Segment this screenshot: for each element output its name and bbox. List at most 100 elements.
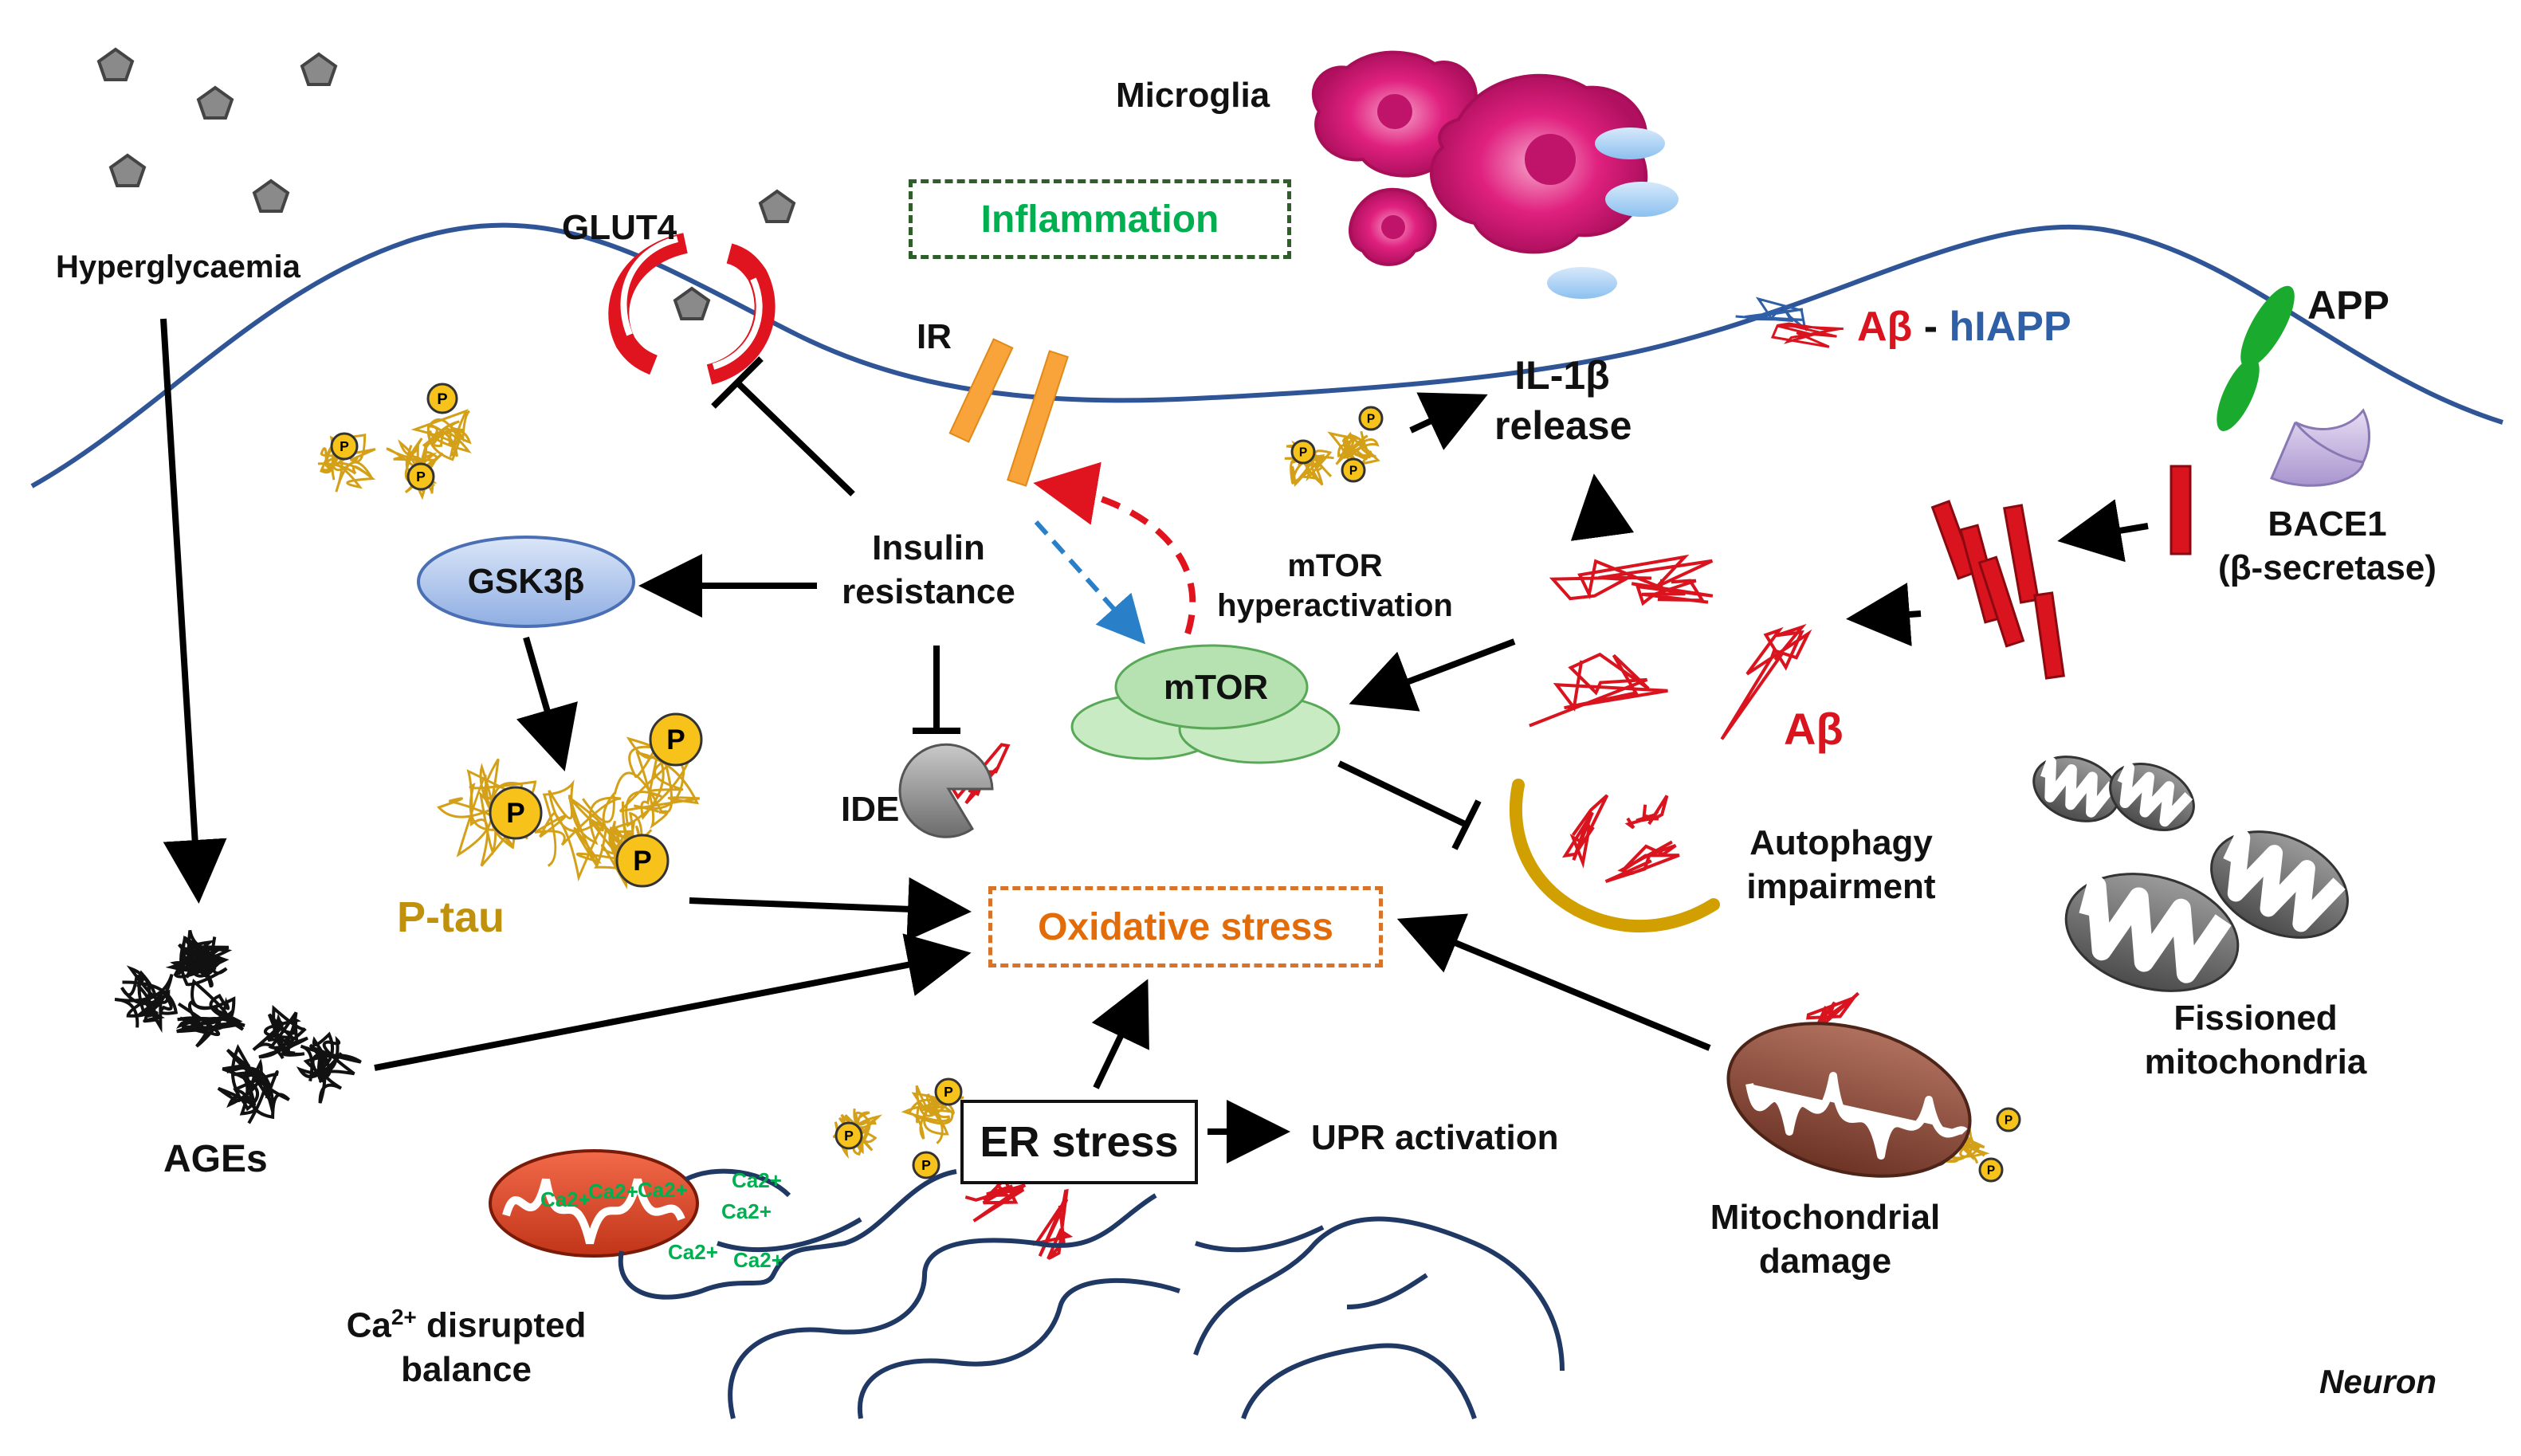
svg-text:P: P [633, 846, 651, 877]
label-fission-line2: mitochondria [2144, 1042, 2367, 1081]
label-insulin-line2: resistance [842, 572, 1015, 611]
phosphate-badges: PPPPPPPPPPPPPPP [330, 383, 2021, 1183]
mitochondrion [2210, 830, 2349, 939]
endoplasmic-reticulum [618, 1168, 1565, 1419]
phosphate-p-icon: P [406, 462, 435, 491]
label-mtor: mTOR [1164, 668, 1269, 707]
pathway-arrows [160, 318, 2149, 1164]
abeta-fibril [1806, 991, 1859, 1029]
label-insulin-line1: Insulin [872, 528, 985, 567]
microglia-cells [1311, 50, 1679, 299]
label-il1b-line2: release [1494, 402, 1632, 448]
fissioned-mitochondria [2032, 755, 2349, 992]
label-bace1-line2: (β-secretase) [2218, 548, 2437, 587]
ca-ion-label: Ca2+ [732, 1168, 782, 1192]
ca-ion-label: Ca2+ [721, 1199, 772, 1223]
label-mitochondrial-damage: Mitochondrial damage [1706, 1195, 1945, 1283]
label-ca-sup: 2+ [391, 1305, 417, 1329]
phosphate-p-icon: P [912, 1151, 940, 1179]
abeta-fibril [1604, 840, 1680, 884]
tau-tangle [613, 727, 701, 830]
label-hiapp: hIAPP [1949, 304, 2071, 350]
tau-tangle [410, 409, 472, 461]
ca-ion-label: Ca2+ [588, 1179, 638, 1203]
label-abeta-hiapp: Aβ - hIAPP [1857, 301, 2071, 353]
label-fission-line1: Fissioned [2173, 999, 2338, 1038]
abeta-fibril [1770, 322, 1844, 348]
tau-tangles [317, 409, 1990, 1164]
bace1-enzyme [2270, 408, 2370, 487]
svg-text:P: P [1987, 1164, 1995, 1177]
age-cluster [176, 979, 245, 1048]
phosphate-p-icon: P [489, 786, 543, 840]
phosphate-p-icon: P [934, 1077, 963, 1106]
label-microglia: Microglia [1116, 76, 1270, 115]
app-protein [2217, 285, 2295, 431]
tau-tangle [901, 1085, 964, 1144]
ca-ion-label: Ca2+ [668, 1240, 718, 1264]
mtor-feedback-arrow [1033, 461, 1196, 635]
label-er-stress: ER stress [980, 1118, 1179, 1166]
label-mtor-hyper-line2: hyperactivation [1217, 588, 1453, 623]
glucose-molecules [96, 47, 796, 320]
svg-text:P: P [2005, 1113, 2012, 1127]
label-mito-damage-line2: damage [1758, 1242, 1892, 1281]
abeta-fibril [1032, 1188, 1074, 1260]
label-ptau: P-tau [397, 893, 505, 941]
insulin-receptor [948, 338, 1069, 487]
abeta-fibril [1549, 554, 1714, 601]
label-oxidative-stress: Oxidative stress [1038, 905, 1333, 948]
abeta-fibril [1529, 652, 1668, 728]
svg-text:P: P [921, 1157, 931, 1173]
label-ca-line2: balance [401, 1349, 532, 1389]
mitochondrion [2109, 762, 2195, 832]
phosphate-p-icon: P [1290, 439, 1316, 465]
mitochondrion [2032, 755, 2120, 822]
svg-text:P: P [506, 798, 524, 829]
gsk3b-enzyme [417, 536, 635, 628]
phosphate-p-icon: P [426, 383, 458, 414]
svg-text:P: P [340, 438, 349, 454]
label-upr-activation: UPR activation [1311, 1118, 1559, 1157]
mtor-complex [1070, 644, 1341, 764]
ca-ion-label: Ca2+ [733, 1248, 783, 1272]
phosphate-p-icon: P [1996, 1107, 2021, 1132]
label-autophagy-line1: Autophagy [1749, 823, 1933, 862]
label-mito-damage-line1: Mitochondrial [1710, 1198, 1941, 1237]
calcium-mitochondrion [489, 1149, 699, 1258]
ca-ion-label: Ca2+ [540, 1187, 591, 1211]
phosphate-p-icon: P [615, 834, 670, 888]
inflammation-box: Inflammation [909, 179, 1291, 259]
tau-tangle [586, 801, 655, 889]
label-il1b-line1: IL-1β [1514, 353, 1610, 398]
mitochondrion [2064, 873, 2240, 992]
glut4-transporter [608, 233, 776, 385]
svg-text:P: P [944, 1084, 953, 1100]
label-bace1-line1: BACE1 [2268, 504, 2387, 544]
label-gsk3b: GSK3β [467, 562, 585, 601]
label-ide: IDE [841, 790, 900, 829]
svg-text:P: P [1367, 412, 1375, 426]
label-hyperglycaemia: Hyperglycaemia [56, 249, 300, 285]
svg-text:P: P [844, 1128, 854, 1144]
age-cluster [170, 940, 224, 979]
age-cluster [252, 1004, 308, 1060]
ages-clusters [114, 929, 362, 1124]
hiapp-fibril [1735, 296, 1807, 332]
abeta-hiapp-complex [1735, 296, 1844, 348]
cell-membrane [30, 222, 2503, 489]
label-glut4: GLUT4 [562, 208, 677, 247]
ca-ion-label: Ca2+ [638, 1178, 688, 1202]
label-abeta-short: Aβ [1857, 304, 1913, 350]
abeta-fibril [1720, 623, 1812, 740]
age-cluster [114, 965, 179, 1034]
abeta-fibril [964, 1176, 1027, 1222]
svg-text:P: P [666, 724, 685, 755]
phosphate-p-icon: P [1358, 406, 1384, 431]
abeta-fibril [1624, 795, 1669, 830]
